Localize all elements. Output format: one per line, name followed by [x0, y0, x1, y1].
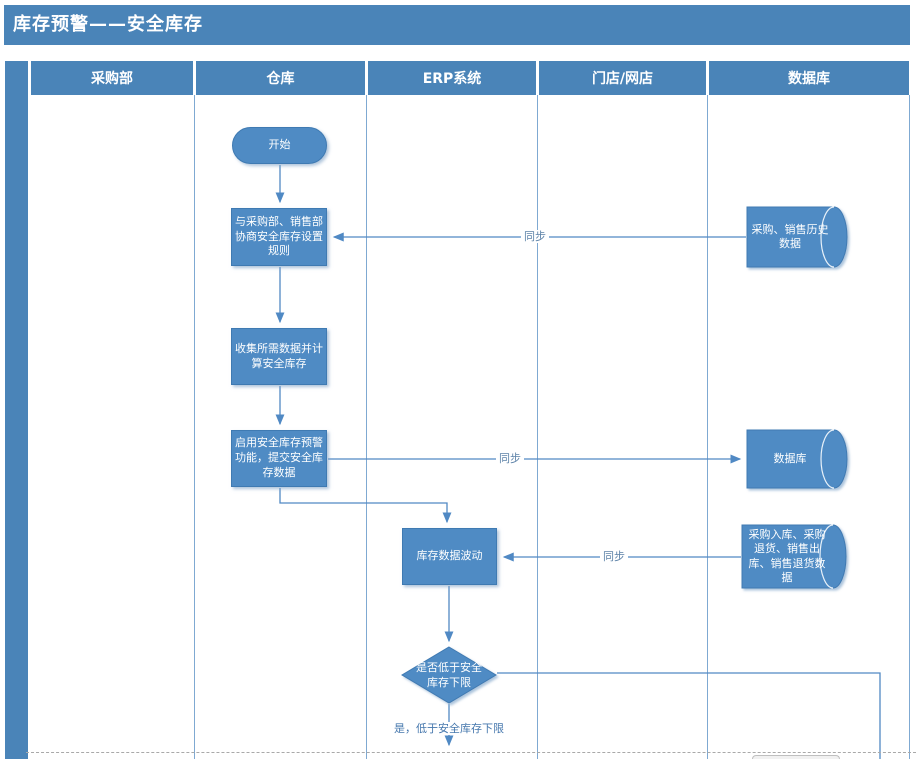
- edge-label-sync-inout: 同步: [600, 550, 628, 563]
- edge-label-sync-history: 同步: [521, 230, 549, 243]
- datastore-database-label: 数据库: [773, 451, 807, 465]
- page-break-dashed-line: [26, 752, 916, 753]
- datastore-history-label: 采购、销售历史数据: [751, 222, 829, 250]
- datastore-inout-label: 采购入库、采购退货、销售出库、销售退货数据: [748, 527, 826, 584]
- swimlane-spine: [5, 61, 28, 759]
- lane-header-warehouse: 仓库: [196, 61, 365, 95]
- lane-divider-1: [194, 95, 195, 759]
- lane-header-database: 数据库: [709, 61, 909, 95]
- edge-label-yes-branch: 是，低于安全库存下限: [391, 722, 507, 735]
- lane-header-purchasing: 采购部: [31, 61, 193, 95]
- node-start: 开始: [232, 127, 327, 164]
- node-stock-fluctuation: 库存数据波动: [402, 528, 497, 585]
- decision-diamond-label: 是否低于安全库存下限: [416, 661, 482, 689]
- lane-right-border: [909, 95, 910, 759]
- diagram-title: 库存预警——安全库存: [4, 5, 910, 45]
- lane-divider-3: [537, 95, 538, 759]
- edge-label-sync-database: 同步: [496, 452, 524, 465]
- node-collect-data: 收集所需数据并计算安全库存: [231, 328, 327, 385]
- connector-enable-to-fluctuation: [279, 488, 452, 524]
- lane-divider-4: [707, 95, 708, 759]
- next-page-shape-edge: [752, 755, 840, 759]
- node-enable-warning: 启用安全库存预警功能，提交安全库存数据: [231, 430, 327, 487]
- lane-header-store: 门店/网店: [539, 61, 706, 95]
- connector-decision-no-branch: [497, 672, 881, 759]
- lane-header-erp: ERP系统: [368, 61, 536, 95]
- lane-divider-2: [366, 95, 367, 759]
- node-negotiate-rules: 与采购部、销售部协商安全库存设置规则: [231, 208, 327, 266]
